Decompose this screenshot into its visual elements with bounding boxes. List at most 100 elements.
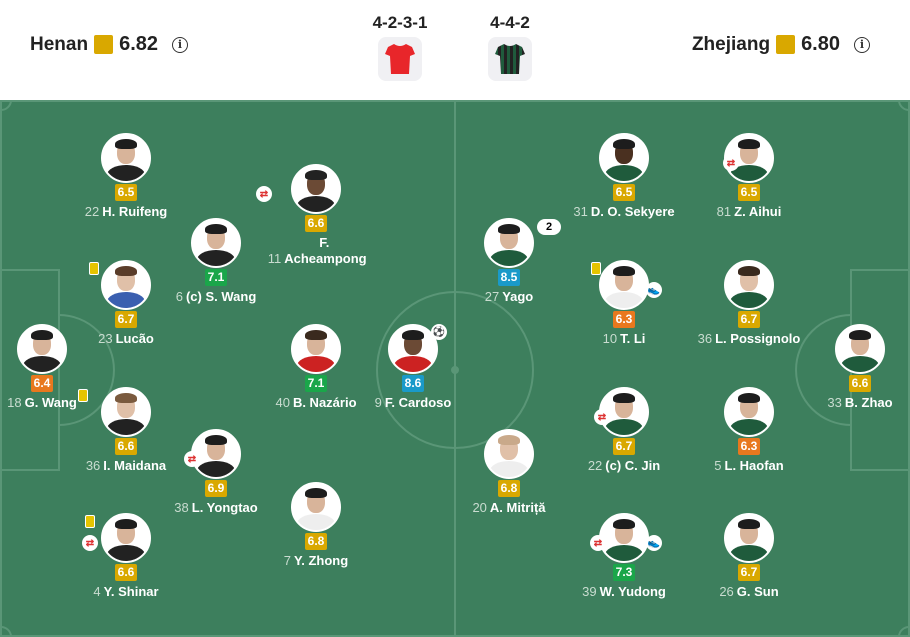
player-number: 40 bbox=[275, 395, 290, 410]
goals-scored-badge: 2 bbox=[537, 219, 561, 235]
player-rating: 6.6 bbox=[114, 564, 138, 581]
goal-ball-icon: ⚽ bbox=[431, 324, 447, 340]
substitution-icon: ⇄ bbox=[256, 186, 272, 202]
away-team-summary: Zhejiang 6.80 i bbox=[692, 33, 870, 56]
player-number: 36 bbox=[697, 331, 713, 346]
player-rating: 8.6 bbox=[401, 375, 425, 392]
player-rating: 7.1 bbox=[204, 269, 228, 286]
player-avatar bbox=[191, 429, 241, 479]
player-avatar bbox=[484, 218, 534, 268]
player-number: 31 bbox=[573, 204, 588, 219]
player-rating: 7.1 bbox=[304, 375, 328, 392]
player-rating: 6.5 bbox=[737, 184, 761, 201]
home-kit-icon bbox=[378, 37, 422, 81]
player-avatar bbox=[599, 133, 649, 183]
player-number: 18 bbox=[7, 395, 22, 410]
player-avatar bbox=[388, 324, 438, 374]
player-avatar bbox=[191, 218, 241, 268]
player-rating: 6.6 bbox=[304, 215, 328, 232]
home-player-6[interactable]: 7.1 6(c) S. Wang bbox=[146, 218, 286, 305]
player-number: 10 bbox=[602, 331, 618, 346]
player-name: 22(c) C. Jin bbox=[587, 458, 661, 473]
player-number: 38 bbox=[174, 500, 189, 515]
player-number: 20 bbox=[472, 500, 487, 515]
player-number: 7 bbox=[283, 553, 292, 568]
home-team-name[interactable]: Henan bbox=[30, 33, 89, 55]
player-rating: 6.6 bbox=[114, 438, 138, 455]
player-number: 9 bbox=[374, 395, 382, 410]
player-avatar bbox=[599, 260, 649, 310]
away-formation: 4-4-2 bbox=[470, 13, 550, 81]
substitution-icon: ⇄ bbox=[723, 155, 739, 171]
player-name: 6(c) S. Wang bbox=[175, 289, 257, 304]
home-info-icon[interactable]: i bbox=[172, 36, 189, 53]
player-number: 22 bbox=[84, 204, 100, 219]
player-number: 5 bbox=[714, 458, 722, 473]
player-rating: 6.6 bbox=[848, 375, 872, 392]
away-rating-icon bbox=[776, 35, 796, 54]
player-rating: 7.3 bbox=[612, 564, 636, 581]
player-rating: 6.8 bbox=[304, 533, 328, 550]
player-avatar bbox=[724, 133, 774, 183]
player-avatar bbox=[599, 513, 649, 563]
player-number: 11 bbox=[267, 251, 282, 266]
player-rating: 8.5 bbox=[497, 269, 521, 286]
player-rating: 6.7 bbox=[612, 438, 636, 455]
home-player-11[interactable]: ⇄ 6.6 11F. Acheampong bbox=[246, 164, 386, 267]
player-number: 27 bbox=[484, 289, 500, 304]
away-player-22[interactable]: ⇄ 6.7 22(c) C. Jin bbox=[554, 387, 694, 474]
player-number: 23 bbox=[98, 331, 113, 346]
player-avatar bbox=[724, 260, 774, 310]
player-rating: 6.7 bbox=[737, 311, 761, 328]
match-header: Henan 6.82 i Zhejiang 6.80 i 4-2-3-1 4-4… bbox=[0, 0, 910, 100]
player-rating: 6.3 bbox=[737, 438, 761, 455]
player-rating: 6.4 bbox=[30, 375, 54, 392]
player-rating: 6.7 bbox=[737, 564, 761, 581]
away-team-name[interactable]: Zhejiang bbox=[691, 33, 771, 55]
player-rating: 6.5 bbox=[114, 184, 138, 201]
player-rating: 6.9 bbox=[204, 480, 228, 497]
substitution-icon: ⇄ bbox=[594, 409, 610, 425]
player-avatar bbox=[291, 482, 341, 532]
player-rating: 6.7 bbox=[114, 311, 138, 328]
away-info-icon[interactable]: i bbox=[854, 36, 870, 53]
home-formation: 4-2-3-1 bbox=[360, 13, 440, 81]
player-rating: 6.8 bbox=[497, 480, 521, 497]
away-team-rating: 6.80 bbox=[801, 33, 840, 55]
yellow-card-icon bbox=[89, 262, 99, 275]
player-avatar bbox=[484, 429, 534, 479]
player-number: 4 bbox=[93, 584, 101, 599]
